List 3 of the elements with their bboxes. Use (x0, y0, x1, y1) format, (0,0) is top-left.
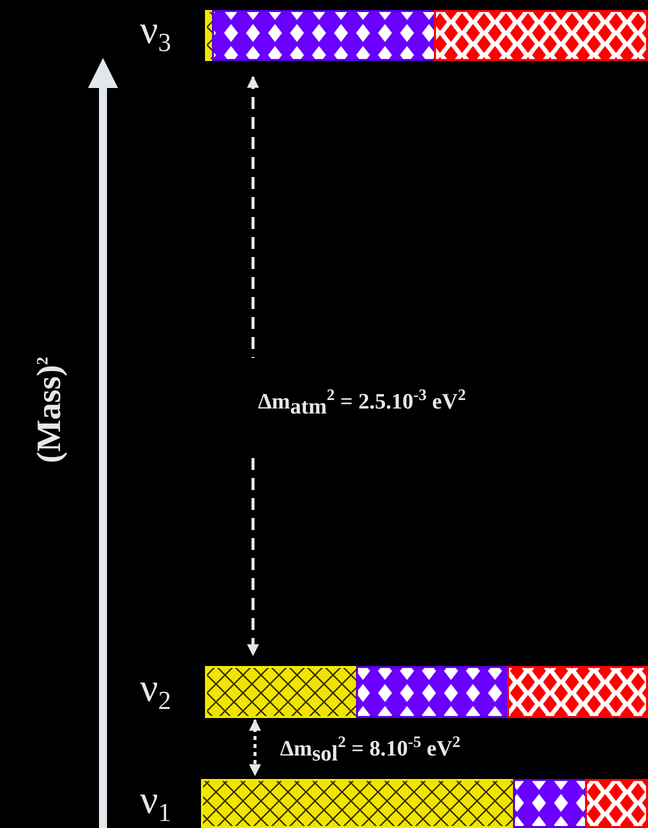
mass-state-label: ν$_{1}$ (140, 780, 172, 826)
mass-state-label: ν$_{2}$ (140, 668, 172, 714)
mass-state-label: ν$_{3}$ (140, 10, 172, 56)
